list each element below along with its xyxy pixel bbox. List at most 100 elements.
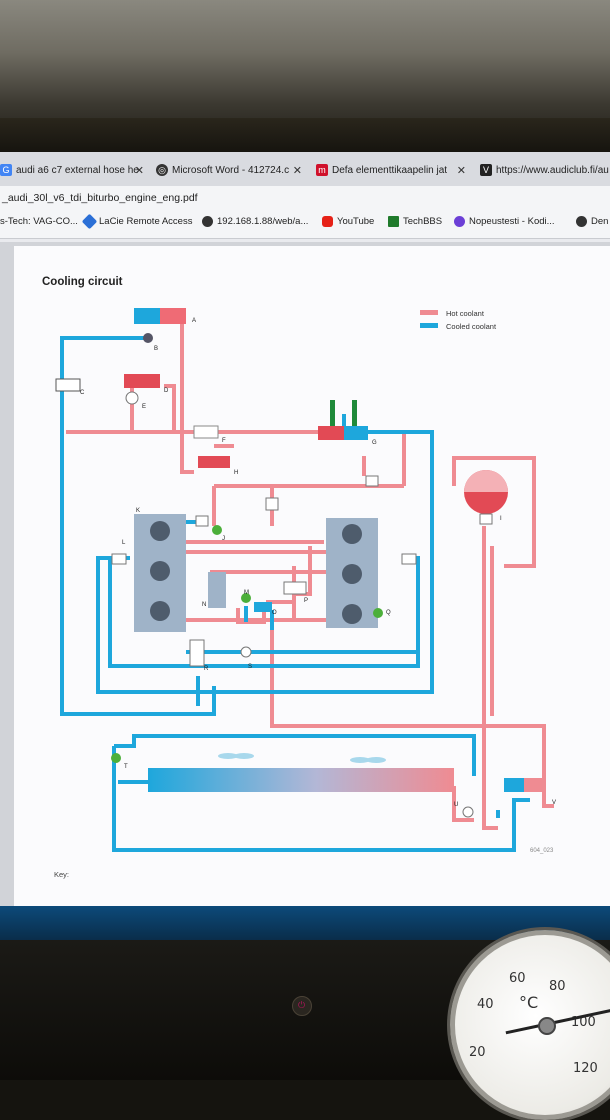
bookmark-label: Den (591, 216, 609, 228)
aux-radiator-v (504, 778, 524, 792)
power-button[interactable]: ⏻ (292, 996, 312, 1016)
cooling-circuit-diagram: Hot coolant Cooled coolant A B C D E F G… (55, 308, 556, 852)
legend-hot-swatch (420, 310, 438, 315)
component-n (208, 572, 226, 608)
thermostat-r (189, 639, 205, 667)
valve-c (55, 378, 81, 392)
heater-d (124, 374, 160, 388)
sensor-j (212, 525, 222, 535)
bookmarks-bar: s-Tech: VAG-CO... LaCie Remote Access 19… (0, 210, 610, 239)
label-n: N (202, 602, 206, 608)
tab-label: Defa elementtikaapelin jat (332, 165, 448, 176)
sensor-e (125, 391, 139, 405)
close-icon[interactable]: ✕ (134, 165, 144, 177)
bookmark-label: 192.168.1.88/web/a... (217, 216, 309, 228)
label-d: D (164, 388, 169, 394)
screen-bottom-edge (0, 906, 610, 940)
valve-b (143, 333, 153, 343)
component-o (254, 602, 272, 612)
youtube-icon (322, 216, 333, 227)
legend-cold-swatch (420, 323, 438, 328)
sensor-m (241, 593, 251, 603)
gauge-hub (538, 1017, 556, 1035)
bookmark-label: Nopeustesti - Kodi... (469, 216, 555, 228)
bookmark-lacie[interactable]: LaCie Remote Access (81, 213, 193, 230)
label-k: K (136, 508, 140, 514)
google-icon: G (0, 164, 12, 177)
bookmark-youtube[interactable]: YouTube (322, 216, 374, 227)
connector-g-left (330, 400, 335, 426)
label-a: A (192, 318, 196, 324)
label-u: U (454, 802, 458, 808)
bookmark-label: LaCie Remote Access (99, 216, 193, 228)
main-radiator-u (148, 768, 454, 792)
valve-junction (365, 475, 379, 487)
bookmark-techbbs[interactable]: TechBBS (388, 216, 442, 227)
valve-f (193, 425, 219, 439)
label-i: I (500, 516, 502, 522)
label-e: E (142, 404, 146, 410)
globe-icon (202, 216, 213, 227)
label-j: J (222, 536, 225, 542)
diagram-title: Cooling circuit (42, 276, 123, 288)
sensor-t (111, 753, 121, 763)
legend-hot-label: Hot coolant (446, 309, 485, 318)
tab-word[interactable]: ◎ Microsoft Word - 412724.c ✕ (156, 158, 306, 184)
legend-cold-label: Cooled coolant (446, 322, 497, 331)
lacie-icon (81, 213, 98, 230)
monitor-bezel-top (0, 118, 610, 154)
valve-p (283, 581, 307, 595)
pdf-viewer[interactable]: Cooling circuit (0, 242, 610, 912)
close-icon[interactable]: ✕ (456, 165, 466, 177)
tab-label: https://www.audiclub.fi/au (496, 165, 609, 176)
bookmark-label: TechBBS (403, 216, 443, 228)
label-o: O (272, 610, 277, 616)
label-q: Q (386, 610, 391, 616)
bookmark-vag-com[interactable]: s-Tech: VAG-CO... (0, 216, 78, 227)
figure-reference: 604_023 (530, 848, 554, 854)
bookmark-label: s-Tech: VAG-CO... (0, 216, 78, 227)
bookmark-local-web[interactable]: 192.168.1.88/web/a... (202, 216, 308, 227)
label-s: S (248, 664, 252, 670)
techbbs-icon (388, 216, 399, 227)
label-h: H (234, 470, 238, 476)
expansion-tank-a-hot (160, 308, 186, 324)
bookmark-label: YouTube (337, 216, 375, 228)
connector-g-right (352, 400, 357, 426)
pdf-page: Cooling circuit (14, 246, 610, 912)
speedtest-icon (454, 216, 465, 227)
gauge-tick: 20 (469, 1045, 486, 1060)
label-c: C (80, 390, 85, 396)
globe-icon (576, 216, 587, 227)
v-logo-icon: V (480, 164, 492, 177)
tab-label: audi a6 c7 external hose he (16, 165, 139, 176)
heater-h (198, 456, 230, 468)
label-f: F (222, 438, 226, 444)
sensor-q (373, 608, 383, 618)
document-title-bar[interactable]: _audi_30l_v6_tdi_biturbo_engine_eng.pdf (0, 186, 610, 210)
tab-label: Microsoft Word - 412724.c (172, 165, 290, 176)
label-b: B (154, 346, 158, 352)
gauge-tick: 40 (477, 997, 494, 1012)
document-name: _audi_30l_v6_tdi_biturbo_engine_eng.pdf (2, 192, 198, 204)
gauge-tick: 120 (573, 1061, 598, 1076)
close-icon[interactable]: ✕ (292, 165, 302, 177)
label-v: V (552, 800, 556, 806)
label-l: L (122, 540, 126, 546)
label-t: T (124, 764, 128, 770)
key-heading: Key: (54, 870, 70, 879)
label-p: P (304, 598, 308, 604)
gauge-unit: °C (519, 993, 539, 1012)
power-icon: ⏻ (298, 1000, 306, 1010)
m-logo-icon: m (316, 164, 328, 177)
tab-defa[interactable]: m Defa elementtikaapelin jat ✕ (316, 158, 470, 184)
globe-icon: ◎ (156, 164, 168, 177)
bookmark-speedtest[interactable]: Nopeustesti - Kodi... (454, 216, 555, 227)
gauge-tick: 80 (549, 979, 566, 994)
bookmark-den[interactable]: Den (576, 216, 608, 227)
label-m: M (244, 590, 249, 596)
